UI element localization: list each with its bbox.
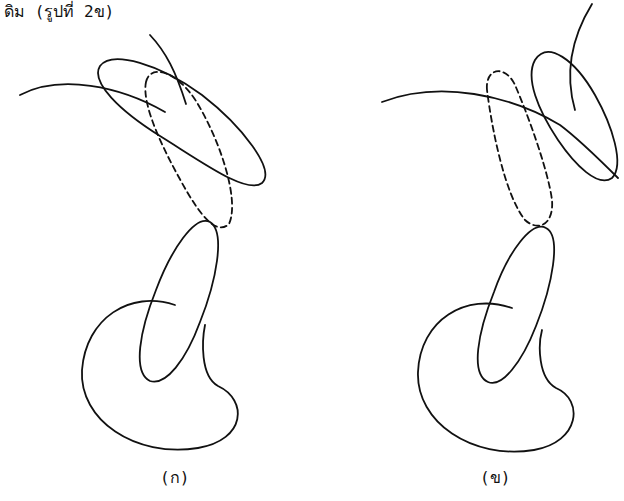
dashed-outline: [487, 71, 552, 226]
figure-label: (ข): [480, 468, 510, 487]
condyle-outline: [478, 227, 554, 383]
fossa-line: [382, 92, 618, 178]
caption-fragment: ดิม (รูปที่ 2ข): [4, 2, 114, 21]
disc-outline: [532, 52, 618, 180]
fossa-line: [20, 84, 165, 112]
eminence-line: [150, 35, 186, 104]
ramus-outline: [82, 301, 238, 450]
ramus-outline: [418, 304, 574, 452]
dashed-outline: [145, 72, 232, 227]
disc-outline: [98, 59, 265, 185]
eminence-line: [570, 4, 592, 110]
joint-b: [382, 4, 618, 452]
figure-label: (ก): [160, 468, 189, 487]
joint-a: [20, 35, 265, 450]
